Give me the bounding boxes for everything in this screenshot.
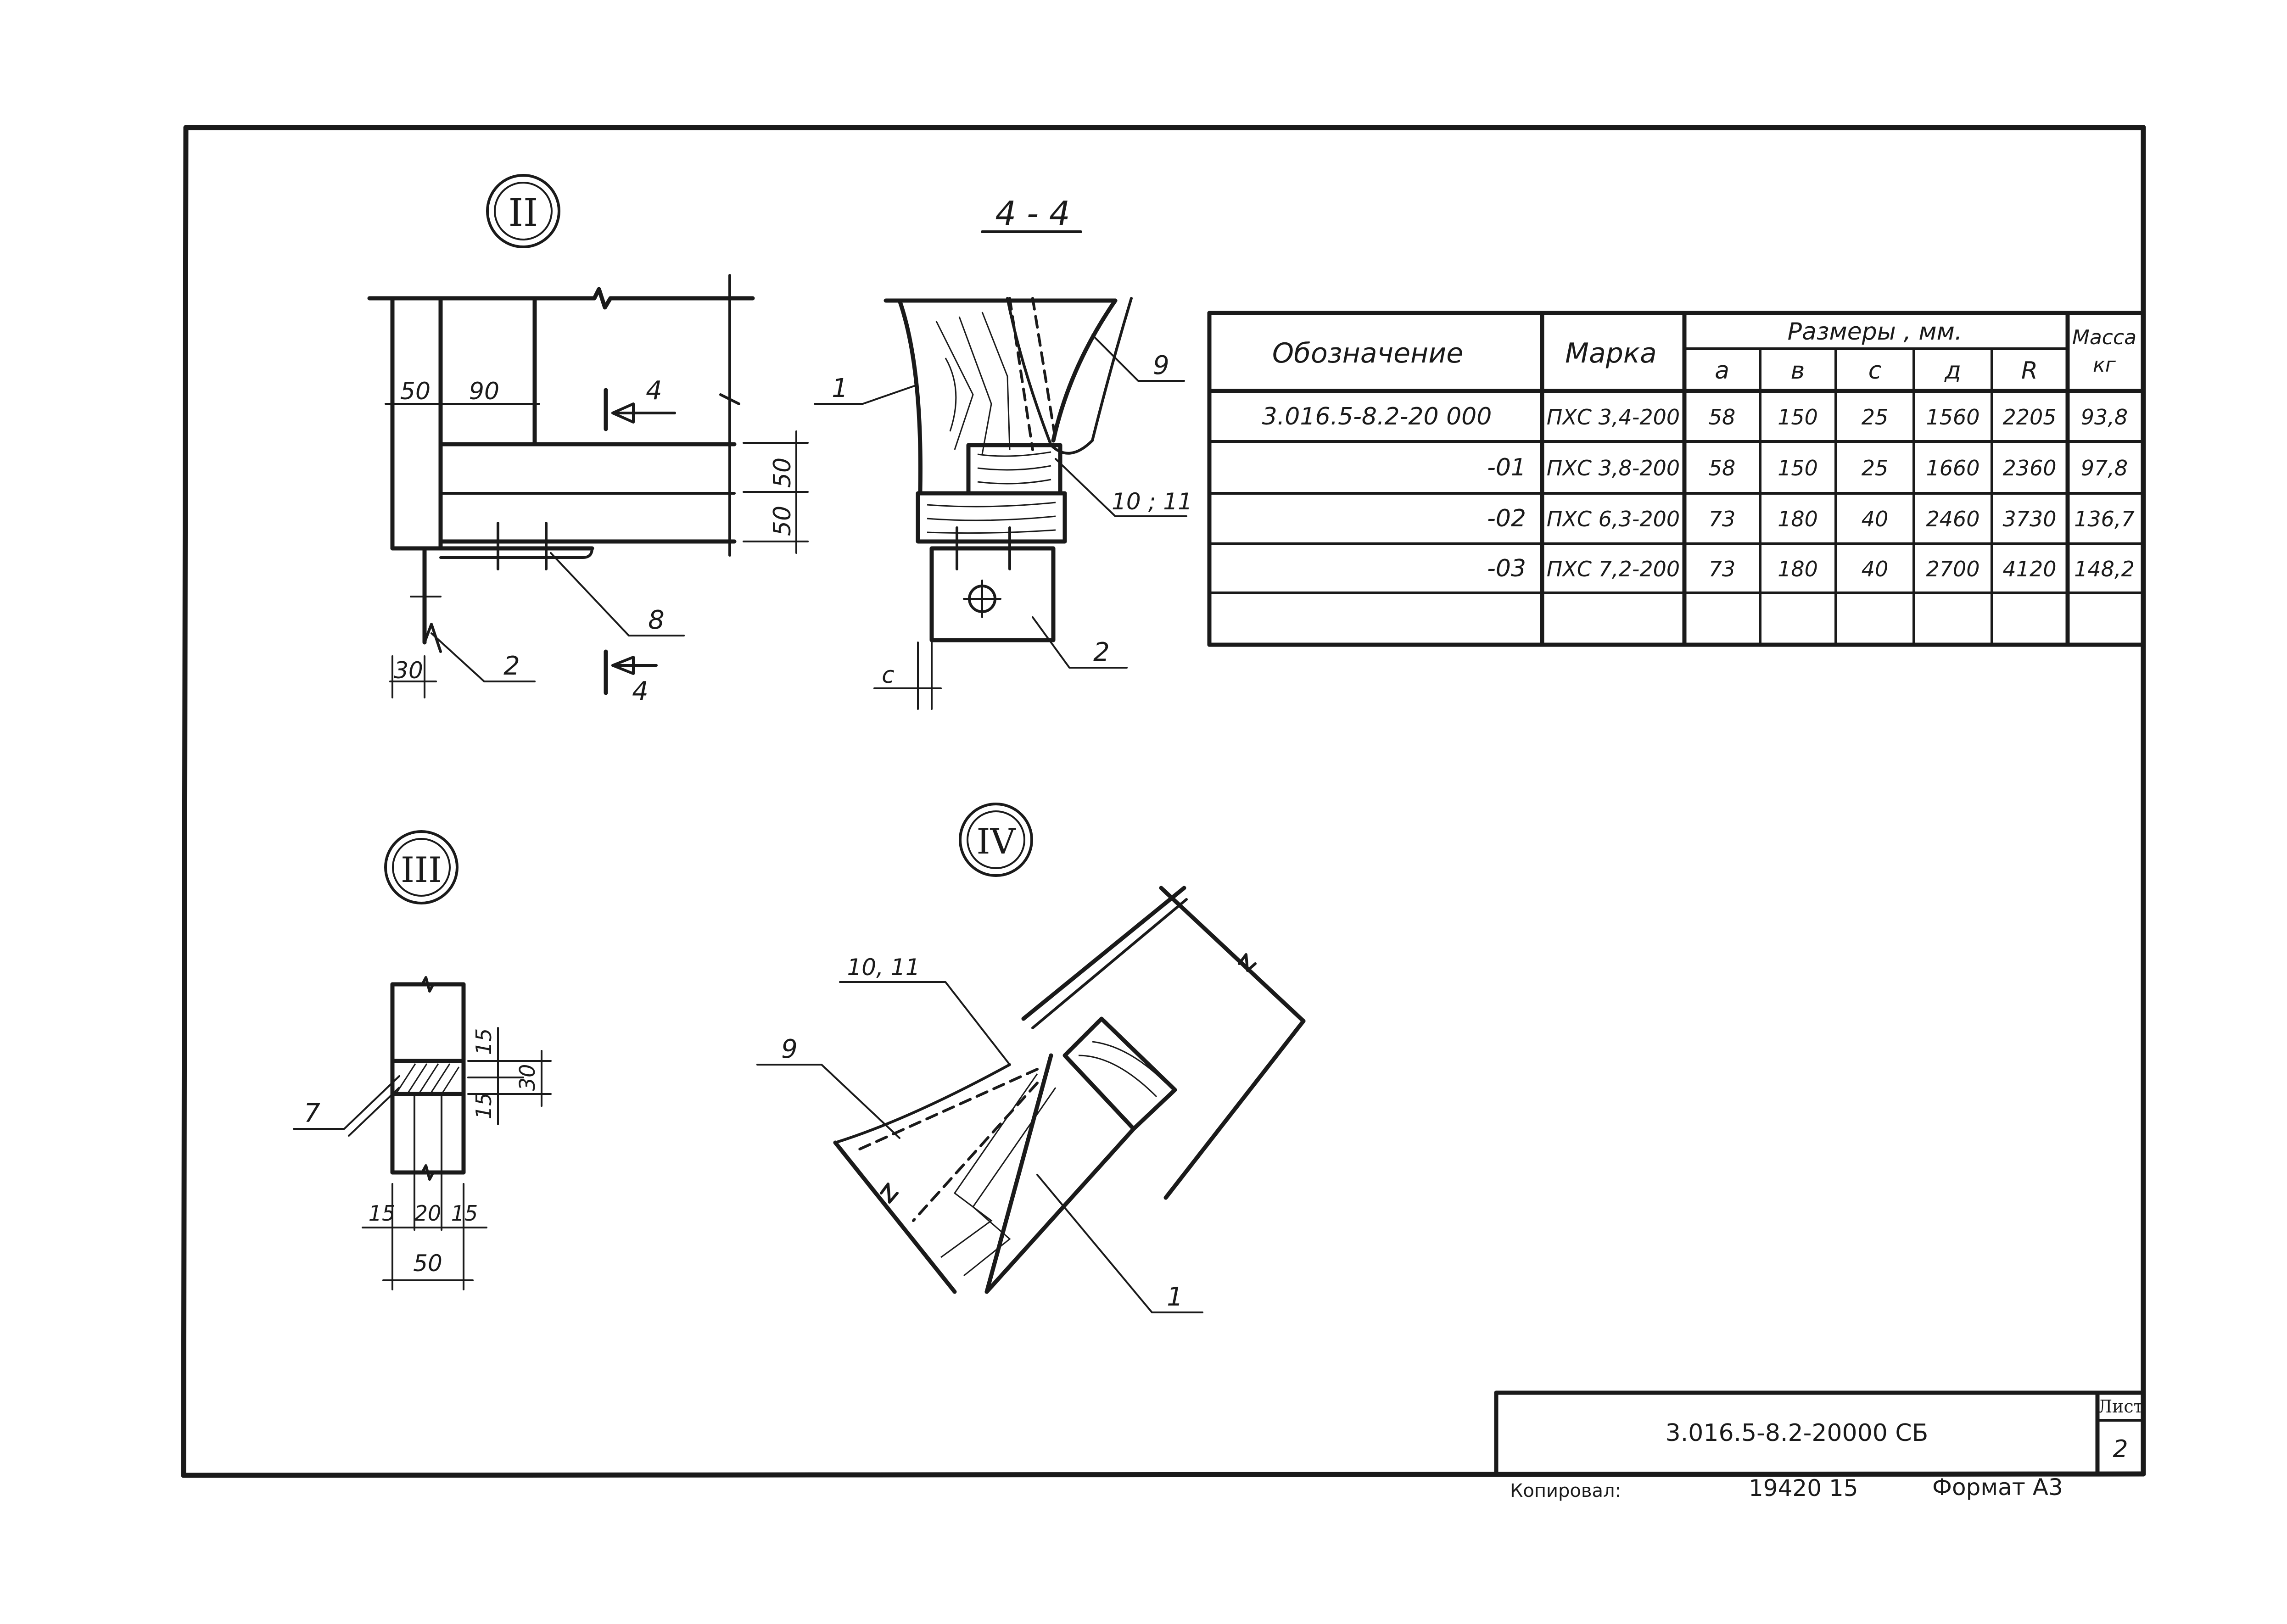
table-cell-d: 2700 <box>1926 557 1979 581</box>
table-cell-d: 1560 <box>1926 405 1979 430</box>
table-cell-mark: ПХС 3,4-200 <box>1547 405 1680 430</box>
section-part-9: 9 <box>1153 351 1169 380</box>
view-iii-dim-50: 50 <box>413 1250 442 1277</box>
view-ii-cut-4a: 4 <box>646 376 662 406</box>
table-cell-designation: 3.016.5-8.2-20 000 <box>1262 403 1492 430</box>
table-header-mark: Марка <box>1565 337 1657 369</box>
table-header-size-d: д <box>1944 357 1961 385</box>
table-cell-a: 58 <box>1709 456 1736 480</box>
table-row: 3.016.5-8.2-20 000 ПХС 3,4-200 58 150 25… <box>1262 403 2128 430</box>
view-iii: III 7 15 15 30 15 20 15 50 <box>293 830 552 1290</box>
specification-table: Обозначение Марка Размеры , мм. Масса кг… <box>1207 311 2146 647</box>
section-part-1: 1 <box>832 374 848 403</box>
table-cell-a: 58 <box>1709 405 1736 430</box>
view-ii-dim-90: 90 <box>469 378 499 405</box>
table-header-mass-line1: Масса <box>2072 326 2136 349</box>
section-part-10-11: 10 ; 11 <box>1112 488 1192 515</box>
table-cell-d: 2460 <box>1926 507 1979 531</box>
title-block-code: 3.016.5-8.2-20000 СБ <box>1666 1419 1929 1447</box>
view-ii-marker-label: II <box>509 191 538 235</box>
view-iv-part-10-11: 10, 11 <box>847 954 920 981</box>
view-iv-marker-label: IV <box>977 821 1016 862</box>
footer-number: 19420 15 <box>1749 1475 1858 1501</box>
table-cell-c: 25 <box>1862 405 1889 430</box>
table-cell-r: 3730 <box>2002 507 2056 531</box>
view-iii-dim-15d: 15 <box>451 1201 478 1226</box>
table-cell-b: 150 <box>1778 405 1818 430</box>
table-header-sizes: Размеры , мм. <box>1788 318 1963 346</box>
table-cell-mass: 148,2 <box>2074 557 2135 581</box>
table-cell-mass: 93,8 <box>2081 405 2128 430</box>
table-cell-c: 40 <box>1862 507 1889 531</box>
table-cell-designation: -03 <box>1487 555 1526 582</box>
view-iii-marker: III <box>384 830 459 904</box>
table-cell-b: 180 <box>1778 507 1818 531</box>
table-cell-c: 25 <box>1862 456 1889 480</box>
table-cell-r: 2360 <box>2002 456 2056 480</box>
view-iii-dim-20: 20 <box>414 1201 442 1226</box>
table-cell-b: 180 <box>1778 557 1818 581</box>
table-cell-a: 73 <box>1709 507 1736 531</box>
view-iv: IV 10, 11 9 1 <box>756 803 1306 1313</box>
table-cell-a: 73 <box>1709 557 1736 581</box>
table-header-size-a: а <box>1715 357 1729 385</box>
table-cell-c: 40 <box>1862 557 1889 581</box>
view-iv-part-9: 9 <box>781 1034 798 1064</box>
table-cell-mass: 136,7 <box>2074 507 2135 531</box>
view-iii-part-7: 7 <box>304 1099 320 1128</box>
table-cell-designation: -01 <box>1487 454 1526 481</box>
table-cell-mark: ПХС 3,8-200 <box>1547 456 1680 480</box>
view-ii-dim-50b: 50 <box>769 506 796 536</box>
table-row: -03 ПХС 7,2-200 73 180 40 2700 4120 148,… <box>1487 555 2135 582</box>
view-iii-dim-30: 30 <box>515 1064 540 1091</box>
section-4-4: 4 - 4 1 9 10 <box>814 194 1192 710</box>
view-iii-dim-15a: 15 <box>471 1028 496 1055</box>
table-header-size-c: с <box>1868 357 1882 385</box>
table-cell-r: 2205 <box>2002 405 2056 430</box>
footer-copied: Копировал: <box>1510 1480 1621 1501</box>
section-dim-c: c <box>882 662 895 688</box>
view-ii: II 50 90 50 50 <box>367 174 809 706</box>
view-ii-cut-4b: 4 <box>632 676 649 706</box>
title-block-sheet-number: 2 <box>2113 1435 2128 1463</box>
table-cell-mass: 97,8 <box>2081 456 2128 480</box>
table-row: -02 ПХС 6,3-200 73 180 40 2460 3730 136,… <box>1487 505 2135 532</box>
section-title: 4 - 4 <box>995 194 1070 233</box>
view-iii-dim-15c: 15 <box>369 1201 396 1226</box>
table-header-mass-line2: кг <box>2093 353 2116 377</box>
view-ii-part-2: 2 <box>503 651 520 681</box>
view-ii-dim-30: 30 <box>394 657 423 684</box>
view-iv-marker: IV <box>959 803 1033 877</box>
sheet-frame <box>181 125 2146 1478</box>
view-iv-part-1: 1 <box>1167 1282 1183 1312</box>
table-row: -01 ПХС 3,8-200 58 150 25 1660 2360 97,8 <box>1487 454 2128 481</box>
title-block-sheet-label: Лист <box>2097 1396 2143 1417</box>
table-cell-designation: -02 <box>1487 505 1526 532</box>
table-cell-r: 4120 <box>2002 557 2056 581</box>
table-cell-mark: ПХС 7,2-200 <box>1547 557 1680 581</box>
table-cell-d: 1660 <box>1926 456 1979 480</box>
view-iii-marker-label: III <box>401 849 442 890</box>
title-block: 3.016.5-8.2-20000 СБ Лист 2 <box>1494 1390 2146 1476</box>
view-ii-marker: II <box>486 174 560 248</box>
table-header-size-b: в <box>1791 357 1805 385</box>
section-part-2: 2 <box>1093 637 1110 667</box>
footer-format: Формат А3 <box>1932 1474 2063 1501</box>
footer: Копировал: 19420 15 Формат А3 <box>1510 1474 2063 1501</box>
table-cell-b: 150 <box>1778 456 1818 480</box>
table-header-designation: Обозначение <box>1272 337 1463 369</box>
table-header-size-r: R <box>2021 357 2038 385</box>
view-ii-dim-50: 50 <box>400 378 431 405</box>
view-iii-dim-15b: 15 <box>471 1093 496 1120</box>
table-cell-mark: ПХС 6,3-200 <box>1547 507 1680 531</box>
view-ii-part-8: 8 <box>648 605 665 635</box>
view-ii-dim-50a: 50 <box>769 458 796 488</box>
